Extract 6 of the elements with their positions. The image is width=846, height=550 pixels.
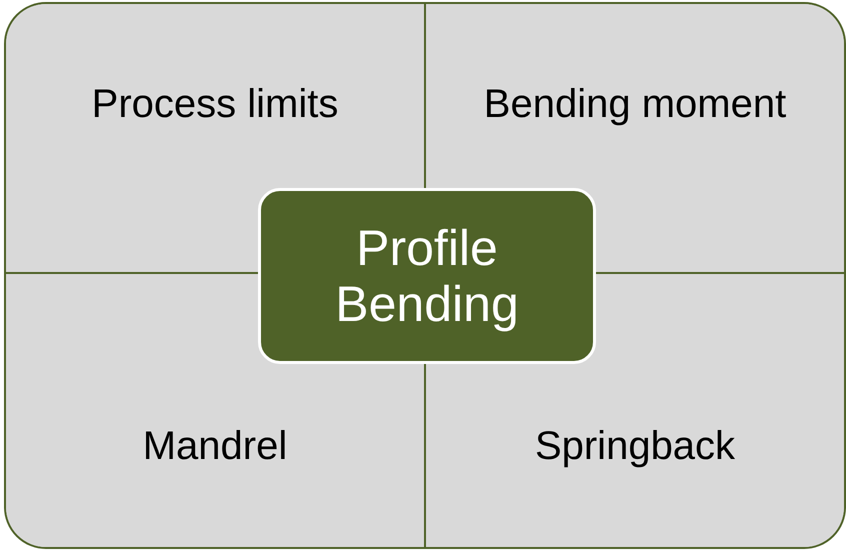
quadrant-label: Process limits <box>90 82 340 127</box>
quadrant-label: Mandrel <box>142 424 288 469</box>
center-label: Profile Bending <box>334 220 520 332</box>
quadrant-label: Bending moment <box>482 82 788 127</box>
quadrant-label: Springback <box>534 424 736 469</box>
center-box <box>258 188 596 364</box>
